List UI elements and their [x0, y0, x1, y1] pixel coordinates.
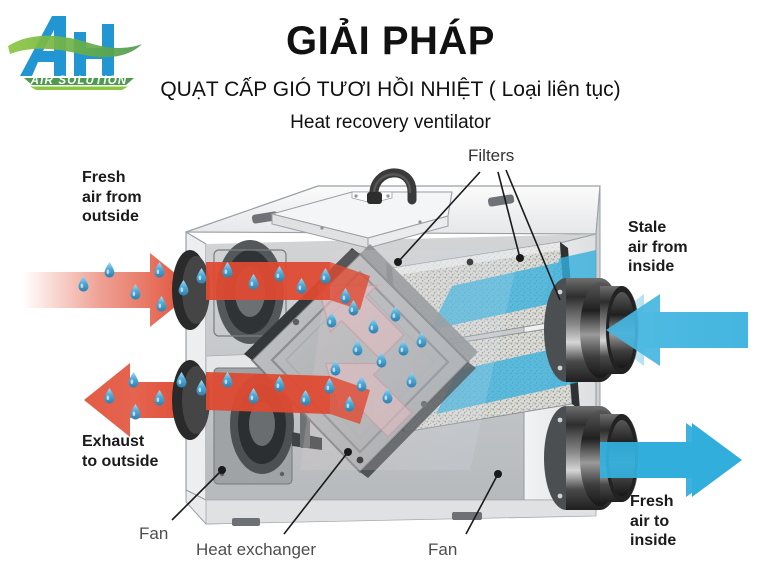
duct-collar-upper-right: [544, 278, 639, 382]
page-title: GIẢI PHÁP: [286, 19, 495, 63]
airflow-supply-arrowhead: [600, 423, 740, 497]
power-cable: [367, 168, 417, 205]
label-heat-exchanger: Heat exchanger: [196, 540, 317, 559]
leader-lines: [171, 169, 561, 535]
label-line: Exhaust: [82, 433, 145, 450]
label-line: outside: [82, 208, 139, 226]
label-exhaust-to-outside: Exhaust to outside: [82, 432, 158, 471]
page-subtitle-en: Heat recovery ventilator: [290, 112, 491, 133]
label-line: inside: [630, 532, 677, 550]
label-line: Fresh: [82, 169, 126, 186]
logo-tagline-text: AIR SOLUTION: [30, 75, 128, 87]
label-line: Stale: [628, 219, 667, 236]
label-line: to outside: [82, 452, 159, 470]
company-logo: AIR SOLUTION: [8, 6, 148, 90]
airflow-stale-arrowhead: [606, 294, 748, 366]
label-fresh-air-from-outside: Fresh air from outside: [82, 168, 142, 227]
airflow-exhaust-out: [84, 363, 196, 437]
label-line: air from: [82, 188, 142, 206]
label-stale-air-from-inside: Stale air from inside: [628, 218, 688, 277]
label-fresh-air-to-inside: Fresh air to inside: [630, 492, 676, 551]
label-line: air from: [628, 238, 688, 256]
label-line: air to: [630, 512, 670, 530]
airflow-fresh-intake: [22, 253, 196, 327]
label-filters: Filters: [468, 146, 515, 165]
label-fan-right: Fan: [428, 540, 458, 559]
label-line: inside: [628, 258, 675, 276]
label-line: Fresh: [630, 493, 674, 510]
label-fan-left: Fan: [139, 524, 169, 543]
control-box: [269, 191, 453, 249]
page-subtitle-vi: QUẠT CẤP GIÓ TƯƠI HỒI NHIỆT ( Loại liên …: [160, 78, 621, 101]
